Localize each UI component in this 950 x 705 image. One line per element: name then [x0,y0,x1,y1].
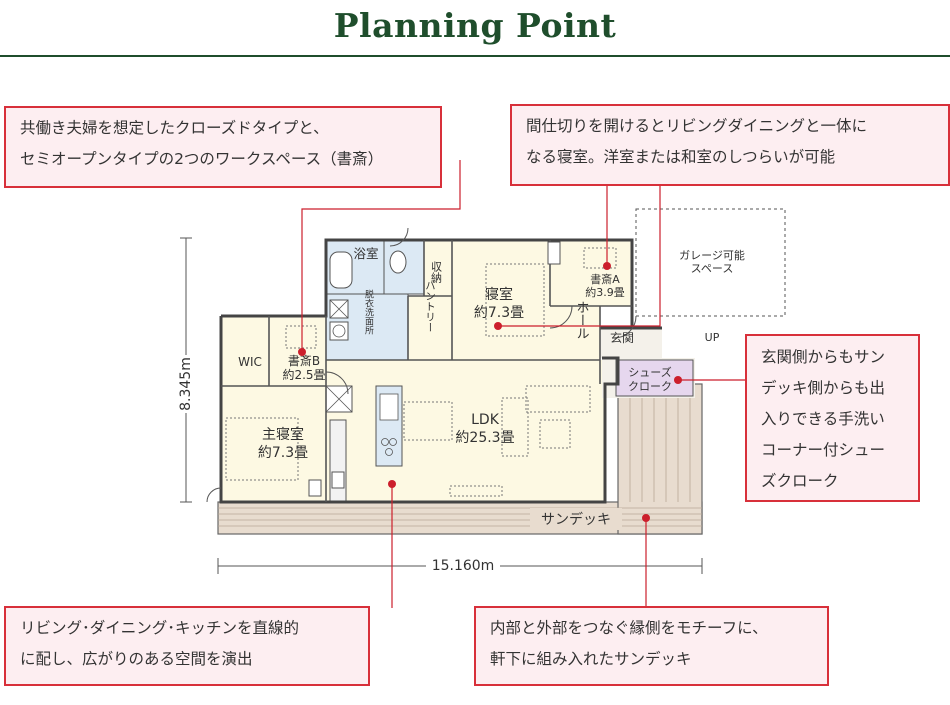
study-a-floor [550,240,632,306]
bedroom-label: 寝室 [485,286,513,303]
bathtub-icon [329,251,353,289]
room-labels: 浴室 収納 パントリー 脱衣洗面所 寝室 約7.3畳 書斎A 約3.9畳 ガレー… [238,246,745,461]
back-counter [329,419,347,503]
callout-ldk: リビング･ダイニング･キッチンを直線的 に配し、広がりのある空間を演出 [4,606,370,686]
wic-label: WIC [238,355,262,369]
deck-label-bg [530,508,622,530]
bath-label: 浴室 [353,246,378,261]
ldk-floor [326,360,605,502]
study-a-size: 約3.9畳 [585,285,625,299]
furniture-outlines [225,247,617,497]
exterior-walls [219,238,662,504]
callout-bedroom-line1: 間仕切りを開けるとリビングダイニングと一体に [526,117,868,135]
leader-dots [298,262,682,522]
sundeck-side [617,383,703,535]
entrance-label: 玄関 [610,330,634,345]
pantry-floor [408,296,452,360]
master-bedroom-label: 主寝室 [262,426,304,443]
callout-bedroom-line2: なる寝室。洋室または和室のしつらいが可能 [526,148,836,166]
washroom-label: 脱衣洗面所 [363,288,374,335]
bedroom-floor [452,240,550,360]
shoes-closet-label-2: クローク [628,380,672,393]
height-label-bg [170,355,202,413]
callout-deck: 内部と外部をつなぐ縁側をモチーフに、 軒下に組み入れたサンデッキ [474,606,829,686]
callout-shoes-line5: ズクローク [761,472,839,490]
master-bedroom-size: 約7.3畳 [258,445,308,461]
callout-deck-line2: 軒下に組み入れたサンデッキ [490,650,692,668]
callout-workspace-line1: 共働き夫婦を想定したクローズドタイプと、 [20,119,329,137]
interior-walls [221,240,632,502]
kitchen-sink-icon [379,393,399,421]
wic-floor [221,316,269,386]
storage-floor [424,240,452,296]
up-label: UP [705,331,720,344]
callout-ldk-line1: リビング･ダイニング･キッチンを直線的 [20,619,300,637]
hall-floor [550,306,600,360]
entrance-floor [600,328,662,358]
ldk-size: 約25.3畳 [455,430,514,446]
garage-space-outline [635,208,786,317]
callout-shoes-closet: 玄関側からもサン デッキ側からも出 入りできる手洗い コーナー付シュー ズクロー… [745,334,920,502]
hall-label: ホール [574,301,589,340]
study-b-size: 約2.5畳 [282,367,325,382]
callout-workspace: 共働き夫婦を想定したクローズドタイプと、 セミオープンタイプの2つのワークスペー… [4,106,442,188]
ldk-label: LDK [471,412,500,428]
title-divider [0,55,950,57]
toilet-icon [389,250,407,274]
study-b-label: 書斎B [288,353,320,368]
closet-markers [308,241,561,497]
callout-ldk-line2: に配し、広がりのある空間を演出 [20,650,253,668]
page-title: Planning Point [333,6,617,45]
door-swings [206,227,637,503]
dimension-height-label: 8.345m [178,357,194,411]
bedroom-size: 約7.3畳 [474,305,524,321]
callout-shoes-line4: コーナー付シュー [761,441,886,459]
garage-label-2: スペース [691,262,734,275]
leader-lines [301,160,745,608]
pantry-label: パントリー [424,280,436,333]
dimension-width-label: 15.160m [432,558,495,574]
garage-label-1: ガレージ可能 [679,248,745,262]
callout-shoes-line1: 玄関側からもサン [761,348,886,366]
storage-label: 収納 [430,261,443,284]
callout-bedroom: 間仕切りを開けるとリビングダイニングと一体に なる寝室。洋室または和室のしつらい… [510,104,950,186]
shoes-closet-label-1: シューズ [628,365,671,379]
callout-shoes-line3: 入りできる手洗い [761,410,885,428]
callout-deck-line1: 内部と外部をつなぐ縁側をモチーフに、 [490,619,768,637]
width-label-bg [426,556,500,576]
sundeck-label: サンデッキ [541,511,611,528]
stove-icon [381,438,397,456]
study-a-label: 書斎A [590,272,620,286]
callout-shoes-line2: デッキ側からも出 [761,379,886,397]
callout-workspace-line2: セミオープンタイプの2つのワークスペース（書斎） [20,150,384,168]
